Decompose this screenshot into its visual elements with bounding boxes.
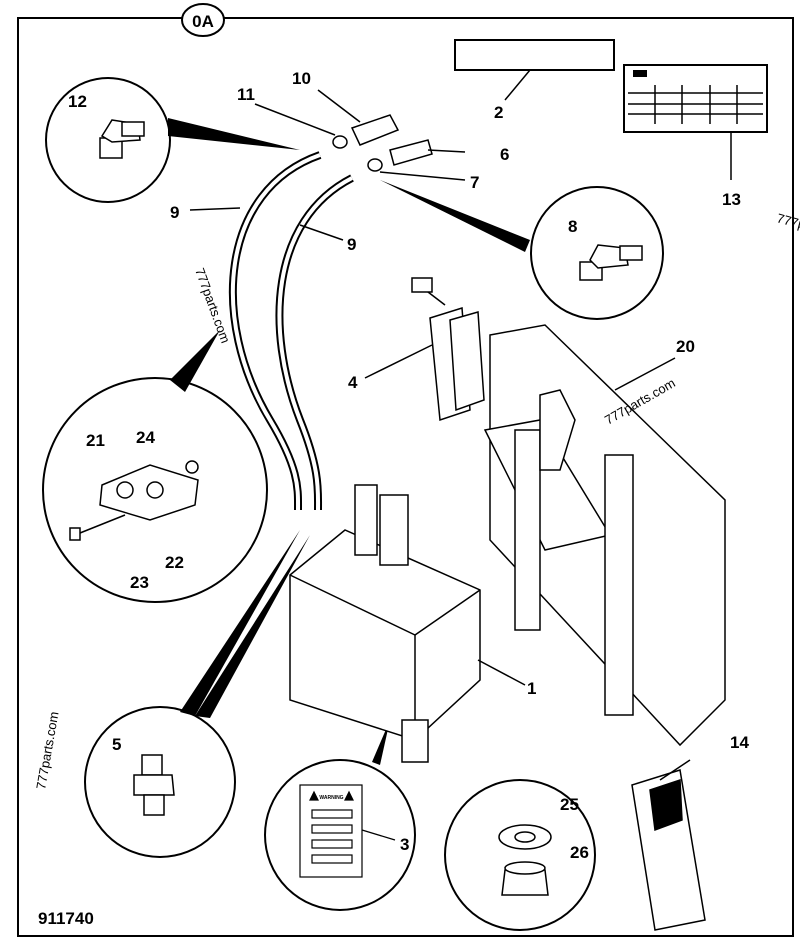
- callout-13: 13: [722, 190, 741, 209]
- callout-12: 12: [68, 92, 87, 111]
- callout-5: 5: [112, 735, 121, 754]
- callout-25: 25: [560, 795, 579, 814]
- fitting-5: [133, 754, 175, 816]
- leader-lines: [189, 89, 676, 686]
- clamp-assembly: [69, 460, 199, 541]
- bracket-4: [411, 277, 485, 422]
- callout-2: 2: [494, 103, 503, 122]
- figure-number: 911740: [38, 909, 94, 928]
- callout-4: 4: [348, 373, 358, 392]
- coupler-6: [367, 139, 433, 172]
- svg-text:0A: 0A: [192, 12, 214, 31]
- callout-1: 1: [527, 679, 536, 698]
- callout-22: 22: [165, 553, 184, 572]
- callout-10: 10: [292, 69, 311, 88]
- coupler-10: [332, 114, 400, 149]
- callout-14: 14: [730, 733, 749, 752]
- sticker-warning-text: WARNING: [319, 795, 343, 801]
- callout-21: 21: [86, 431, 105, 450]
- callout-9-right: 9: [347, 235, 356, 254]
- callout-7: 7: [470, 173, 479, 192]
- detail-circle-25-26: [444, 779, 596, 931]
- callout-24: 24: [136, 428, 155, 447]
- callout-3: 3: [400, 835, 409, 854]
- section-badge: 0A: [181, 3, 225, 37]
- callout-8: 8: [568, 217, 577, 236]
- fitting-12: [99, 119, 145, 159]
- operator-manual-14: [631, 759, 706, 931]
- callout-23: 23: [130, 573, 149, 592]
- callout-20: 20: [676, 337, 695, 356]
- hydraulic-unit-1: [289, 484, 481, 763]
- watermark: 777parts.com: [192, 266, 233, 345]
- callout-9-left: 9: [170, 203, 179, 222]
- nut-26: [501, 861, 549, 896]
- warning-sticker-3: [299, 784, 396, 878]
- callout-11: 11: [237, 85, 255, 104]
- data-plate-13: [623, 64, 768, 180]
- label-plate-2: [454, 39, 615, 71]
- watermark: 777parts.com: [33, 710, 61, 790]
- fitting-8: [579, 244, 643, 281]
- washer-25: [498, 824, 552, 850]
- callout-26: 26: [570, 843, 589, 862]
- diagram-frame: [17, 17, 794, 937]
- frame-20: [483, 324, 726, 747]
- callout-6: 6: [500, 145, 509, 164]
- watermark: 777pa: [775, 210, 800, 234]
